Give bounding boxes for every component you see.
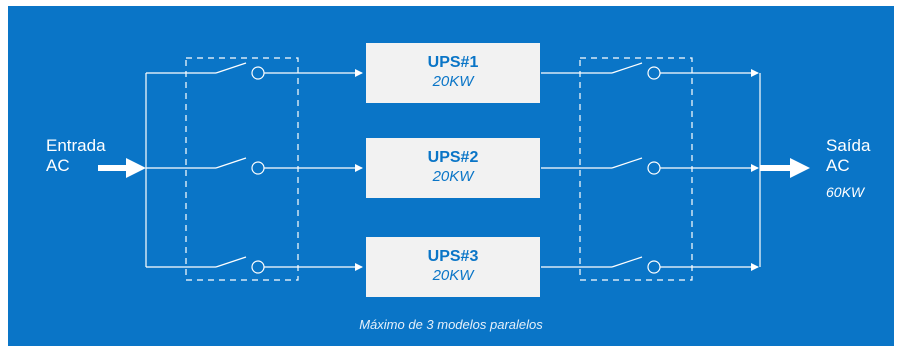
input-arrow xyxy=(98,158,146,178)
input-breaker-enclosure xyxy=(185,57,299,281)
output-arrow xyxy=(760,158,810,178)
switch-contact xyxy=(251,260,265,274)
switch-blade xyxy=(215,157,247,169)
input-label-line1: Entrada xyxy=(46,136,106,155)
switch-blade xyxy=(611,256,643,268)
ups-box-1: UPS#1 20KW xyxy=(366,43,540,103)
ups-name: UPS#3 xyxy=(427,248,479,265)
switch-blade xyxy=(611,62,643,74)
switch-blade xyxy=(215,62,247,74)
branch-3 xyxy=(146,256,759,274)
switch-contact xyxy=(647,161,661,175)
output-label-line1: Saída xyxy=(826,136,871,155)
footnote: Máximo de 3 modelos paralelos xyxy=(359,317,543,332)
ups-power: 20KW xyxy=(432,168,474,185)
switch-contact xyxy=(251,161,265,175)
ups-box-2: UPS#2 20KW xyxy=(366,138,540,198)
input-label: Entrada AC xyxy=(46,136,106,176)
ups-power: 20KW xyxy=(432,73,474,90)
ups-power: 20KW xyxy=(432,267,474,284)
ups-box-3: UPS#3 20KW xyxy=(366,237,540,297)
ups-name: UPS#1 xyxy=(427,54,479,71)
output-label-line2: AC xyxy=(826,156,850,175)
switch-contact xyxy=(647,66,661,80)
output-breaker-enclosure xyxy=(579,57,693,281)
branch-1 xyxy=(146,62,759,80)
switch-contact xyxy=(647,260,661,274)
input-label-line2: AC xyxy=(46,156,70,175)
switch-contact xyxy=(251,66,265,80)
output-power: 60KW xyxy=(826,184,865,200)
branch-2 xyxy=(146,157,759,175)
output-label: Saída AC 60KW xyxy=(826,136,870,202)
switch-blade xyxy=(215,256,247,268)
switch-blade xyxy=(611,157,643,169)
ups-name: UPS#2 xyxy=(427,149,479,166)
